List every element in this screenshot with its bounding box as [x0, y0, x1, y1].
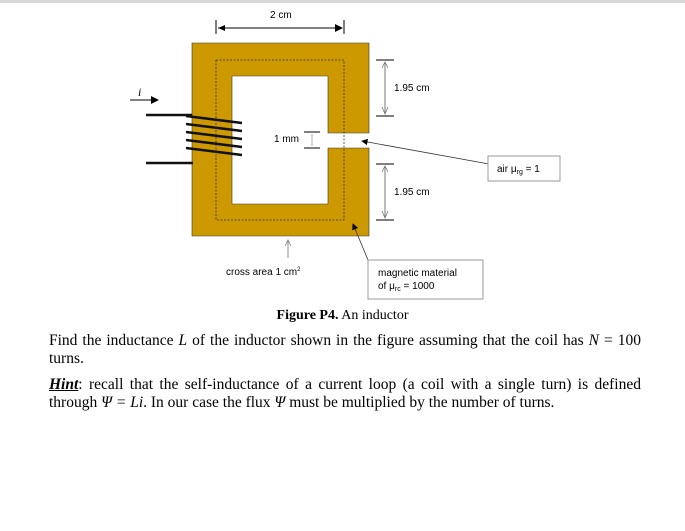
inductor-figure: 2 cm 1.95 cm 1.95 cm 1 mm air μrg = 1 i … — [130, 10, 561, 300]
current-label: i — [138, 85, 141, 99]
figure-caption: Figure P4. An inductor — [276, 308, 409, 323]
top-border — [0, 0, 685, 3]
material-line1: magnetic material — [378, 268, 457, 279]
material-line2: of μrc = 1000 — [378, 281, 435, 293]
cross-area-label: cross area 1 cm2 — [226, 267, 301, 278]
hint-paragraph: Hint: recall that the self-inductance of… — [49, 376, 641, 411]
problem-statement: Find the inductance L of the inductor sh… — [49, 332, 641, 367]
upper-height-label: 1.95 cm — [394, 83, 430, 94]
mean-path-dashed — [215, 59, 345, 221]
air-label: air μrg = 1 — [497, 164, 540, 176]
coil-windings — [185, 114, 243, 157]
lower-height-label: 1.95 cm — [394, 187, 430, 198]
width-label: 2 cm — [270, 10, 292, 21]
magnetic-core — [191, 42, 370, 237]
gap-label: 1 mm — [274, 134, 299, 145]
